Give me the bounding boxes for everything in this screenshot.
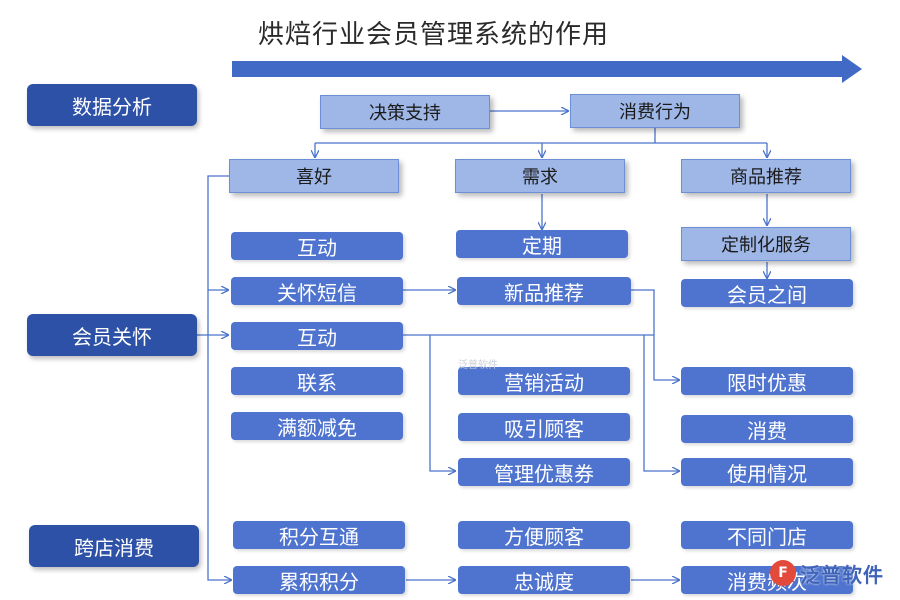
timeline-arrow-head <box>842 55 862 83</box>
box-consumption: 消费 <box>681 415 853 443</box>
box-loyalty: 忠诚度 <box>458 566 630 594</box>
watermark-brand: 泛普软件 <box>800 562 884 587</box>
line-interact-usage <box>643 335 679 471</box>
line-interact-coupon <box>429 335 455 471</box>
category-data-analysis: 数据分析 <box>27 84 197 126</box>
box-regular: 定期 <box>456 230 628 258</box>
box-decision-support: 决策支持 <box>320 95 490 129</box>
box-full-reduction: 满额减免 <box>231 412 403 440</box>
logo-icon: F <box>770 560 796 586</box>
box-interaction-2: 互动 <box>231 322 403 350</box>
box-different-store: 不同门店 <box>681 521 853 549</box>
box-points-exchange: 积分互通 <box>233 521 405 549</box>
box-product-recommend: 商品推荐 <box>681 159 851 193</box>
category-member-care: 会员关怀 <box>27 314 197 356</box>
box-care-sms: 关怀短信 <box>231 277 403 305</box>
timeline-arrow-shaft <box>232 61 844 77</box>
box-usage: 使用情况 <box>681 458 853 486</box>
box-convenient: 方便顾客 <box>458 521 630 549</box>
box-manage-coupon: 管理优惠券 <box>458 458 630 486</box>
box-new-product: 新品推荐 <box>457 277 631 305</box>
box-limited-offer: 限时优惠 <box>681 367 853 395</box>
box-contact: 联系 <box>231 367 403 395</box>
watermark-small: 泛普软件 <box>458 360 498 371</box>
box-accumulate-points: 累积积分 <box>233 566 405 594</box>
box-custom-service: 定制化服务 <box>681 227 851 261</box>
box-consume-behavior: 消费行为 <box>570 94 740 128</box>
box-marketing: 营销活动 <box>458 367 630 395</box>
page-title: 烘焙行业会员管理系统的作用 <box>258 20 610 50</box>
watermark-logo: F 泛普软件 <box>770 553 890 593</box>
category-cross-store: 跨店消费 <box>29 525 199 567</box>
line-left-spine <box>207 175 231 580</box>
box-interaction-1: 互动 <box>231 232 403 260</box>
box-between-members: 会员之间 <box>681 279 853 307</box>
box-preference: 喜好 <box>229 159 399 193</box>
box-demand: 需求 <box>455 159 625 193</box>
box-attract-customer: 吸引顾客 <box>458 413 630 441</box>
